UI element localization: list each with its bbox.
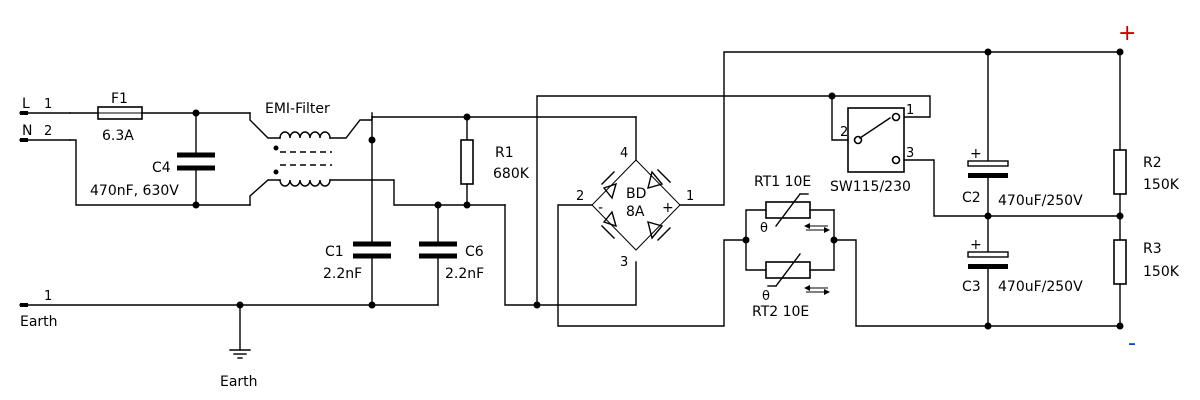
resistor-r1-value: 680K <box>493 166 530 182</box>
bridge-ref: BD <box>626 186 646 202</box>
resistor-r2-ref: R2 <box>1143 155 1162 171</box>
resistor-r3-value: 150K <box>1143 264 1180 280</box>
terminal-earth-pin: 1 <box>44 289 52 304</box>
bridge-value: 8A <box>626 204 645 220</box>
switch-pin-common: 2 <box>840 125 848 140</box>
terminal-neutral-pin: 2 <box>44 124 52 139</box>
resistor-r1: R1 680K <box>460 113 530 209</box>
switch-pin-top: 1 <box>906 103 914 118</box>
bridge-pin-minus: 2 <box>576 189 584 204</box>
resistor-r2-value: 150K <box>1143 177 1180 193</box>
capacitor-c3: + C3 470uF/250V <box>962 215 1083 330</box>
switch-sw115-230: 2 1 3 SW115/230 <box>828 92 989 217</box>
capacitor-c1: C1 2.2nF <box>323 116 391 309</box>
capacitor-c1-value: 2.2nF <box>323 266 362 282</box>
thermistor-rt2: θ RT2 10E <box>745 239 835 320</box>
switch-ref: SW115/230 <box>830 179 911 195</box>
thermistor-rt1-label: RT1 10E <box>754 174 811 190</box>
capacitor-c4-ref: C4 <box>152 160 171 176</box>
fuse-f1-value: 6.3A <box>102 128 134 144</box>
capacitor-c6-value: 2.2nF <box>445 266 484 282</box>
terminal-earth-name: Earth <box>20 314 58 330</box>
bridge-diode-3 <box>601 210 618 239</box>
bridge-rectifier: BD 8A - + 4 3 2 1 <box>576 146 694 270</box>
capacitor-c2: + C2 470uF/250V <box>962 48 1083 217</box>
emi-filter-label: EMI-Filter <box>265 101 330 117</box>
terminal-earth: 1 Earth <box>19 289 241 330</box>
ground-label: Earth <box>220 374 258 390</box>
bridge-pin-ac-bottom: 3 <box>620 255 628 270</box>
capacitor-c3-value: 470uF/250V <box>998 279 1083 295</box>
terminal-line-pin: 1 <box>44 97 52 112</box>
capacitor-c1-ref: C1 <box>325 244 344 260</box>
bridge-diode-1 <box>601 171 618 200</box>
ground-symbol: Earth <box>220 301 258 390</box>
resistor-r3-ref: R3 <box>1143 241 1162 257</box>
positive-rail-label: + <box>1118 21 1136 46</box>
wire-bridge-minus <box>557 204 747 327</box>
thermistor-rt1: θ RT1 10E <box>745 174 835 241</box>
negative-rail-label: - <box>1128 331 1136 356</box>
capacitor-c2-ref: C2 <box>962 190 981 206</box>
thermistor-rt1-theta: θ <box>760 221 768 236</box>
thermistor-rt2-label: RT2 10E <box>752 304 809 320</box>
bridge-pin-plus: 1 <box>686 189 694 204</box>
wire-neutral <box>69 139 251 206</box>
capacitor-c6: C6 2.2nF <box>419 201 484 306</box>
fuse-f1-ref: F1 <box>111 91 128 107</box>
terminal-neutral-name: N <box>22 123 32 139</box>
capacitor-c4-value: 470nF, 630V <box>90 183 179 199</box>
bridge-pin-ac-top: 4 <box>620 146 628 161</box>
emi-filter: EMI-Filter <box>249 101 439 206</box>
switch-pin-bottom: 3 <box>906 146 914 161</box>
thermistor-rt2-theta: θ <box>762 289 770 304</box>
fuse-f1: F1 6.3A <box>69 91 251 144</box>
bridge-diode-2 <box>647 169 671 190</box>
capacitor-c6-ref: C6 <box>465 244 484 260</box>
capacitor-c3-polarity: + <box>970 237 982 253</box>
wire-bridge-plus <box>679 51 1121 206</box>
terminal-line-name: L <box>22 96 30 112</box>
wire-switch-common-feed <box>536 95 931 306</box>
bridge-diode-4 <box>647 220 671 241</box>
bridge-minus-sign: - <box>598 200 603 216</box>
capacitor-c3-ref: C3 <box>962 279 981 295</box>
resistor-r3: R3 150K <box>1113 215 1180 327</box>
resistor-r1-ref: R1 <box>495 145 514 161</box>
bridge-plus-sign: + <box>662 200 674 216</box>
capacitor-c2-polarity: + <box>970 146 982 162</box>
resistor-r2: R2 150K <box>1113 51 1180 217</box>
wire-to-bridge-ac-bottom <box>504 204 637 306</box>
terminal-neutral: N 2 <box>19 123 71 142</box>
capacitor-c4: C4 470nF, 630V <box>90 109 215 209</box>
capacitor-c2-value: 470uF/250V <box>998 193 1083 209</box>
terminal-line: L 1 <box>19 96 71 115</box>
